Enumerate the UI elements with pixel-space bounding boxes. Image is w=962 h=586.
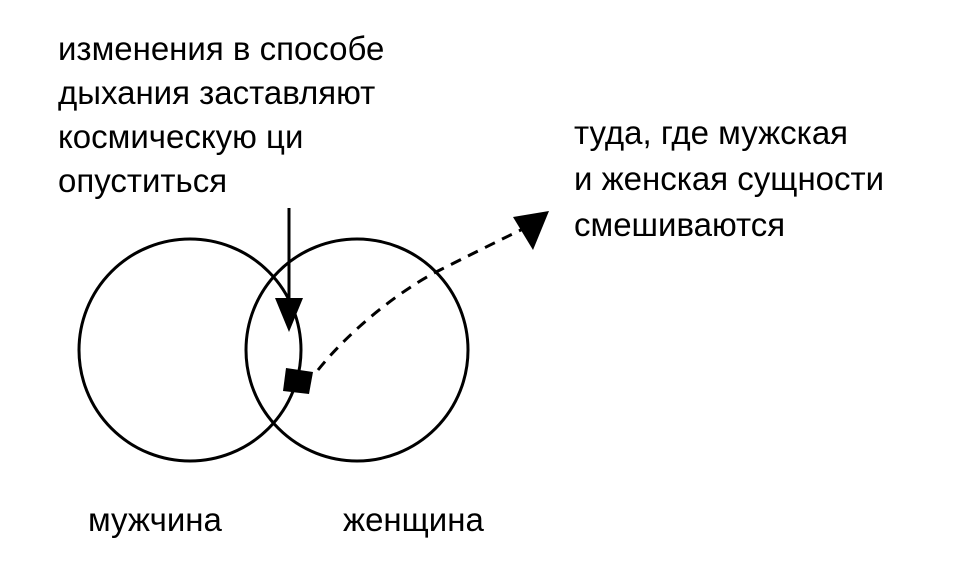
man-label: мужчина bbox=[88, 501, 222, 538]
dashed-arrow-path bbox=[316, 226, 526, 371]
breathing-note-line-3: космическую ци bbox=[58, 118, 304, 155]
mixing-note-line-3: смешиваются bbox=[574, 206, 786, 243]
mixing-note-line-2: и женская сущности bbox=[574, 160, 885, 197]
descent-arrow-head bbox=[275, 298, 303, 332]
woman-circle bbox=[244, 237, 470, 463]
dashed-arrow-head bbox=[513, 211, 549, 250]
mixing-note-line-1: туда, где мужская bbox=[574, 114, 849, 151]
breathing-note-line-1: изменения в способе bbox=[58, 30, 385, 67]
mixing-note: туда, где мужская и женская сущности сме… bbox=[574, 110, 884, 248]
woman-label: женщина bbox=[343, 501, 484, 538]
breathing-note: изменения в способе дыхания заставляют к… bbox=[58, 27, 384, 203]
mixing-point-marker bbox=[283, 368, 313, 394]
breathing-note-line-2: дыхания заставляют bbox=[58, 74, 376, 111]
man-circle bbox=[77, 237, 303, 463]
breathing-note-line-4: опуститься bbox=[58, 162, 228, 199]
